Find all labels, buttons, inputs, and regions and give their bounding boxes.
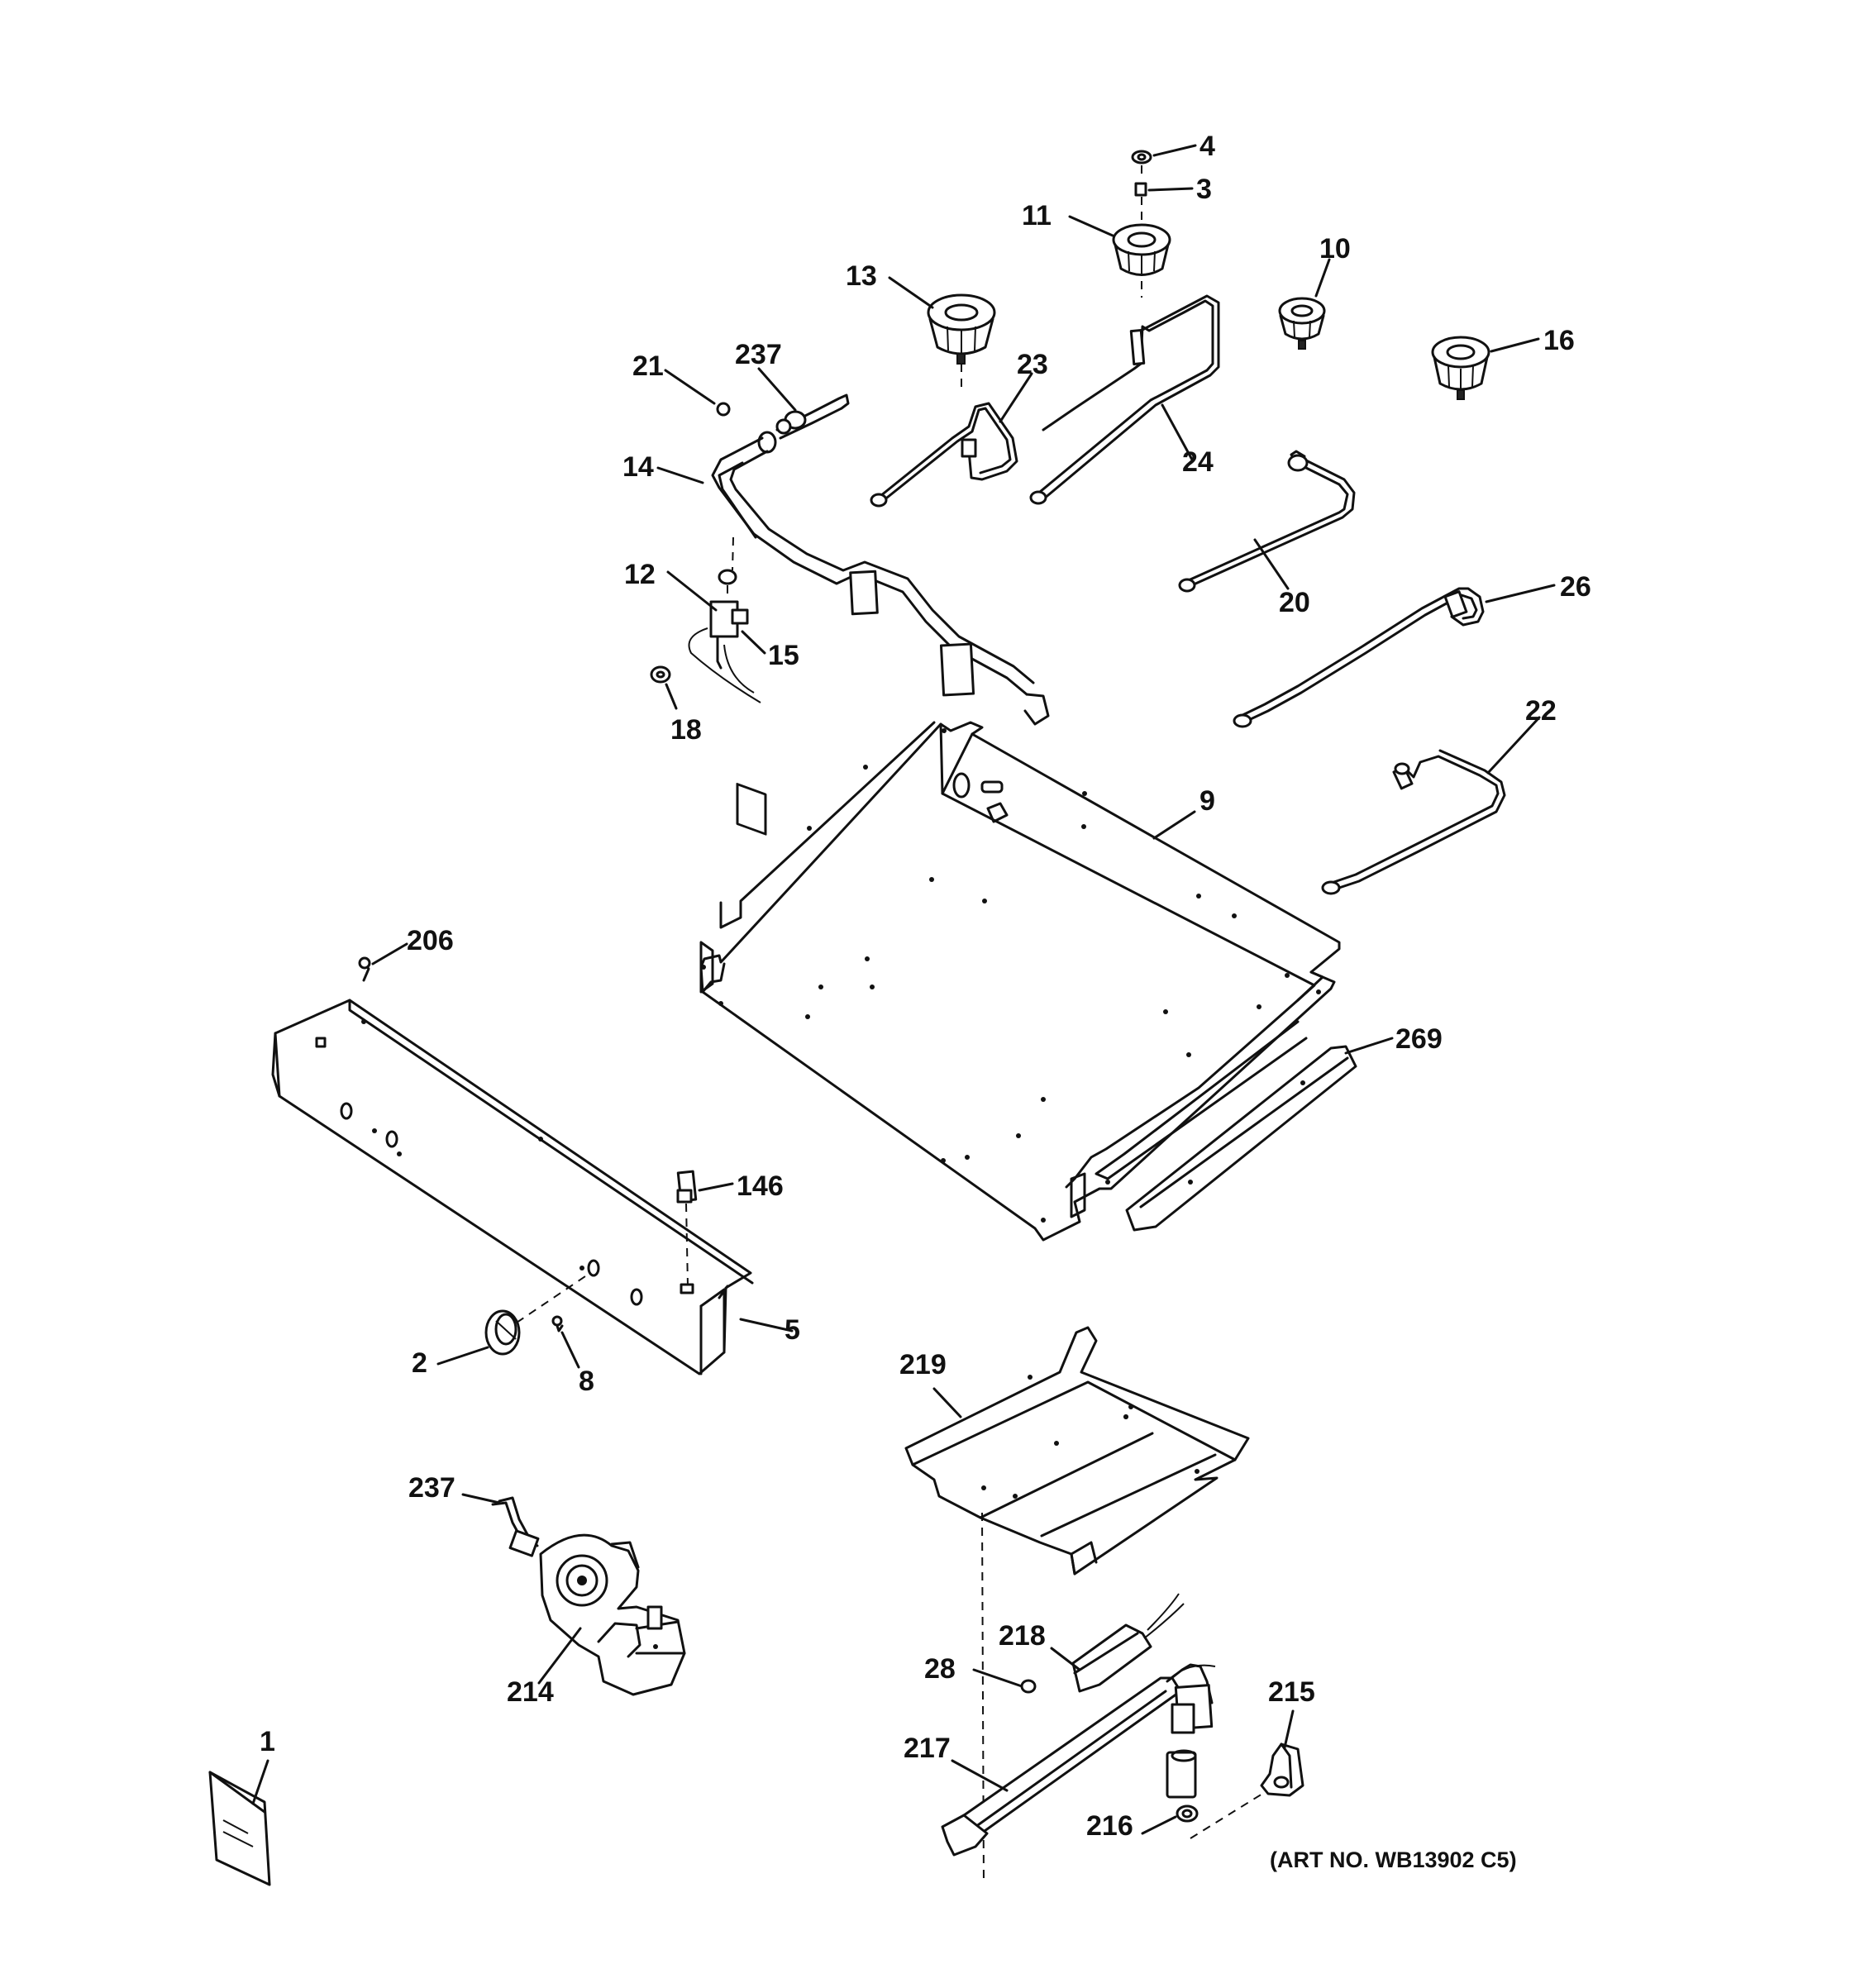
callout-5: 5 xyxy=(785,1314,800,1346)
bracket-215 xyxy=(1260,1742,1304,1797)
callout-146: 146 xyxy=(737,1170,784,1202)
callout-15: 15 xyxy=(768,640,799,671)
nut-18 xyxy=(650,665,671,684)
trim-strip-269 xyxy=(1125,1045,1357,1232)
callout-269: 269 xyxy=(1395,1023,1443,1055)
burner-tube-23 xyxy=(870,402,1018,508)
callout-8: 8 xyxy=(579,1366,594,1397)
screw-206 xyxy=(358,956,371,982)
callout-214: 214 xyxy=(507,1676,554,1708)
fitting-237-lower xyxy=(491,1496,540,1557)
burner-tube-20 xyxy=(1178,450,1356,593)
callout-20: 20 xyxy=(1279,587,1310,618)
callout-28: 28 xyxy=(924,1653,956,1685)
art-number: (ART NO. WB13902 C5) xyxy=(1270,1847,1517,1872)
callout-10: 10 xyxy=(1319,233,1351,265)
callout-4: 4 xyxy=(1199,131,1215,162)
callout-206: 206 xyxy=(407,925,454,956)
callout-217: 217 xyxy=(904,1733,951,1764)
control-panel-5 xyxy=(271,999,754,1375)
fitting-237-top xyxy=(775,393,850,440)
burner-head-13 xyxy=(927,293,996,365)
callout-237-lower: 237 xyxy=(408,1472,455,1504)
callout-23: 23 xyxy=(1017,349,1048,380)
callout-237-top: 237 xyxy=(735,339,782,370)
callout-21: 21 xyxy=(632,350,664,382)
clip-146 xyxy=(676,1170,698,1294)
callout-24: 24 xyxy=(1182,446,1214,478)
orifice-216 xyxy=(1166,1749,1199,1823)
manifold-14 xyxy=(711,431,1050,836)
knob-2 xyxy=(484,1309,521,1356)
callout-14: 14 xyxy=(622,451,654,483)
valve-12 xyxy=(688,569,761,703)
callout-26: 26 xyxy=(1560,571,1591,603)
screw-21 xyxy=(716,402,731,417)
callout-3: 3 xyxy=(1196,174,1212,205)
callout-9: 9 xyxy=(1199,785,1215,817)
callout-2: 2 xyxy=(412,1347,427,1379)
igniter-218 xyxy=(1071,1593,1185,1693)
callout-22: 22 xyxy=(1525,695,1557,727)
valve-214 xyxy=(539,1533,686,1696)
literature-1 xyxy=(208,1771,271,1886)
callout-18: 18 xyxy=(670,714,702,746)
burner-orifice-3 xyxy=(1134,182,1147,197)
leader-lines xyxy=(251,144,1556,1835)
callout-12: 12 xyxy=(624,559,656,590)
callout-13: 13 xyxy=(846,260,877,292)
callout-215: 215 xyxy=(1268,1676,1315,1708)
callout-11: 11 xyxy=(1022,200,1052,231)
shield-219 xyxy=(904,1326,1250,1576)
callout-218: 218 xyxy=(999,1620,1046,1652)
burner-217 xyxy=(941,1663,1216,1857)
burner-head-16 xyxy=(1431,336,1490,400)
callout-216: 216 xyxy=(1086,1810,1133,1842)
callout-1: 1 xyxy=(260,1726,275,1757)
burner-tube-22 xyxy=(1321,749,1506,895)
burner-tube-26 xyxy=(1233,587,1485,728)
callout-16: 16 xyxy=(1543,325,1575,356)
callout-219: 219 xyxy=(899,1349,947,1380)
burner-tube-24 xyxy=(1029,294,1220,505)
burner-head-11 xyxy=(1112,223,1171,276)
burner-head-10 xyxy=(1278,297,1326,350)
screw-28 xyxy=(1020,1679,1037,1694)
burner-nut-4 xyxy=(1131,150,1152,164)
screw-8 xyxy=(551,1315,564,1332)
burner-box-9 xyxy=(699,721,1341,1242)
